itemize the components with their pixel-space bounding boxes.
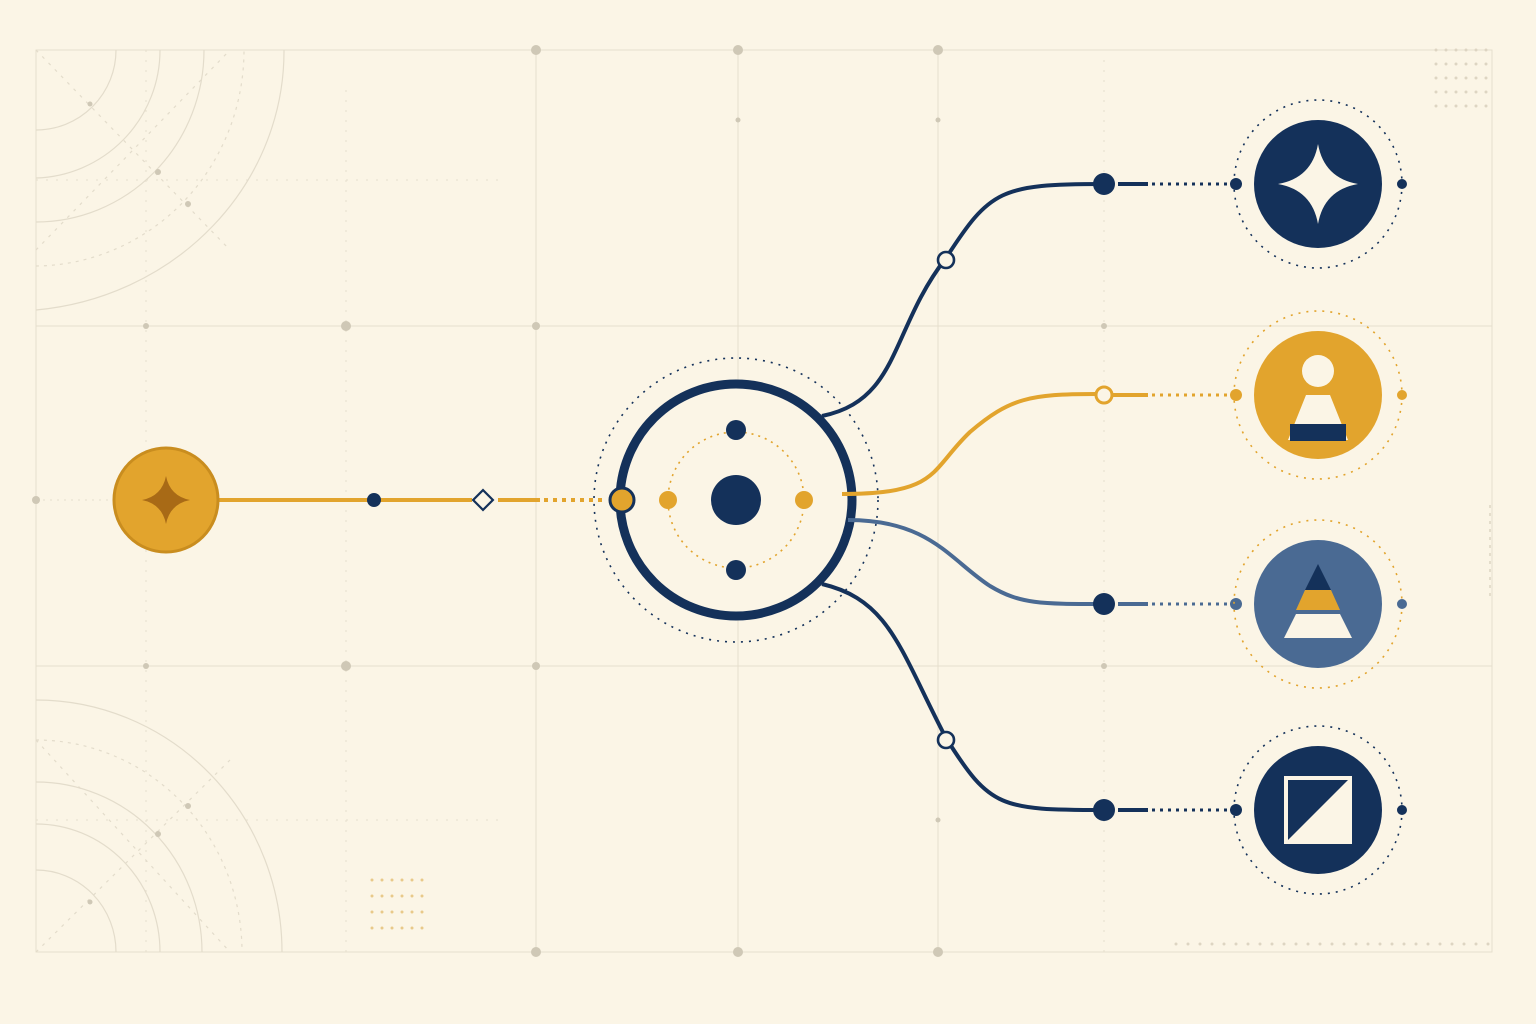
hub-orbit-dot-right xyxy=(795,491,813,509)
input-connector xyxy=(214,488,606,512)
branch-top-junction xyxy=(1093,173,1115,195)
input-waypoint-dot xyxy=(367,493,381,507)
hub-input-port xyxy=(608,486,636,514)
output-node-lower-middle[interactable] xyxy=(1233,519,1407,689)
branch-bottom-waypoint xyxy=(936,730,956,750)
output-node-upper-middle[interactable] xyxy=(1233,310,1407,480)
hub-core-dot xyxy=(711,475,761,525)
grid-dots xyxy=(32,45,1107,957)
dot-cluster-bottom-left xyxy=(370,878,424,930)
dot-cluster-top-right xyxy=(1434,48,1488,108)
branch-bottom xyxy=(821,582,1242,821)
corner-arcs-bottom-left xyxy=(35,699,283,953)
branch-top-waypoint xyxy=(936,250,956,270)
four-point-star-icon xyxy=(142,476,190,524)
hub-orbit-dot-left xyxy=(659,491,677,509)
source-node[interactable] xyxy=(112,446,220,554)
output-node-top[interactable] xyxy=(1233,99,1407,269)
branch-lower-middle-junction xyxy=(1093,593,1115,615)
branch-upper-middle-junction xyxy=(1094,385,1114,405)
user-icon xyxy=(1288,355,1348,441)
layered-triangle-icon xyxy=(1284,564,1352,638)
input-diamond-marker xyxy=(471,488,495,512)
hub-orbit-dot-bottom xyxy=(726,560,746,580)
diagonal-square-icon xyxy=(1284,776,1352,844)
branch-lower-middle xyxy=(847,518,1242,615)
branch-bottom-junction xyxy=(1093,799,1115,821)
hub-node[interactable] xyxy=(593,357,879,643)
corner-arcs-top-left xyxy=(35,49,285,311)
background-grid xyxy=(35,49,1493,953)
hub-orbit-dot-top xyxy=(726,420,746,440)
branch-top xyxy=(821,173,1242,418)
branch-upper-middle xyxy=(841,385,1242,496)
output-node-bottom[interactable] xyxy=(1233,725,1407,895)
four-point-star-icon xyxy=(1278,144,1358,224)
dot-row-bottom-right xyxy=(1174,942,1490,946)
